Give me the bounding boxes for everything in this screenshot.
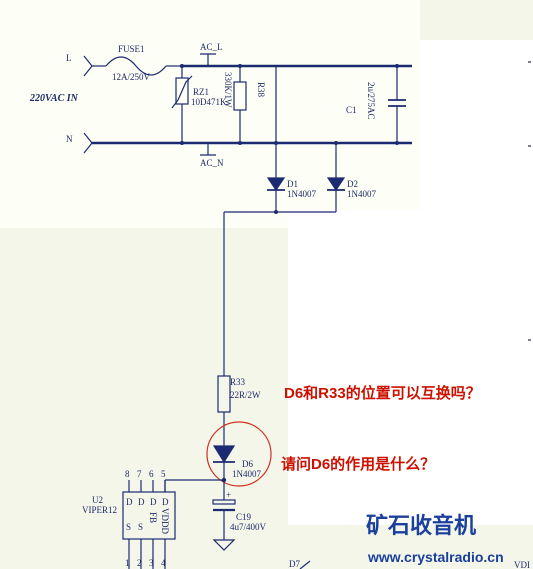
pin-name: VDDD	[160, 508, 170, 534]
r33-ref: R33	[230, 377, 246, 387]
d1-ref: D1	[287, 179, 298, 189]
junction-dot	[238, 64, 242, 68]
varistor-rz1	[171, 66, 193, 143]
junction-dot	[274, 210, 278, 214]
junction-dot	[395, 141, 399, 145]
line-input-terminal	[83, 55, 93, 154]
pin-name: D	[138, 497, 145, 507]
pin-name: D	[162, 497, 169, 507]
fuse-value: 12A/250V	[112, 72, 151, 82]
pin-name: D	[126, 497, 133, 507]
vddd-node-wire	[164, 479, 225, 500]
junction-dot	[395, 64, 399, 68]
pin-number: 1	[125, 558, 130, 568]
pin-number: 4	[161, 558, 166, 568]
pin-number: 8	[125, 469, 130, 479]
capacitor-c19	[212, 499, 236, 551]
rectified-output-wire	[223, 211, 336, 376]
c1-ref: C1	[346, 105, 357, 115]
ac-n-net-flag	[200, 143, 216, 156]
schematic-sheet	[0, 0, 420, 228]
r38-value: 330K/1W	[223, 72, 233, 108]
junction-dot	[274, 141, 278, 145]
d7-wire	[299, 560, 311, 569]
d2-ref: D2	[347, 179, 358, 189]
corner-label: VDI	[514, 560, 530, 569]
diode-d2	[326, 143, 346, 212]
capacitor-c1	[388, 66, 406, 143]
ic-u2-top-pin-names: D D D D	[126, 497, 169, 507]
right-edge-marks	[528, 61, 531, 341]
ic-u2-body	[122, 480, 176, 569]
d7-ref: D7	[289, 559, 300, 569]
u2-part: VIPER12	[82, 505, 117, 515]
d2-value: 1N4007	[347, 189, 376, 199]
ic-u2-bottom-pin-numbers: 1 2 3 4	[125, 558, 166, 568]
junction-dot	[221, 477, 227, 483]
ac-n-label: AC_N	[200, 158, 224, 168]
question-swap-d6-r33: D6和R33的位置可以互换吗？	[284, 384, 481, 402]
pin-number: 7	[137, 469, 142, 479]
fuse-ref: FUSE1	[118, 44, 145, 54]
neutral-label: N	[66, 134, 73, 144]
junction-dot	[334, 141, 338, 145]
d6-value: 1N4007	[232, 469, 261, 479]
d1-value: 1N4007	[287, 189, 316, 199]
pin-number: 2	[137, 558, 142, 568]
blank-area-upper	[420, 40, 533, 220]
pin-name: S	[126, 522, 131, 532]
resistor-r33	[217, 375, 231, 446]
watermark-url: www.crystalradio.cn	[367, 549, 504, 565]
blank-area	[288, 210, 533, 525]
diode-d6	[212, 445, 236, 480]
ac-l-label: AC_L	[200, 42, 223, 52]
resistor-r38	[233, 66, 247, 143]
ac-bus	[92, 64, 412, 145]
junction-dot	[180, 141, 184, 145]
pin-number: 5	[161, 469, 166, 479]
d6-highlight-circle	[206, 421, 272, 487]
c19-value: 4u7/400V	[230, 522, 267, 532]
ic-u2-bottom-pin-names: S S FB VDDD	[126, 508, 170, 534]
watermark-brand: 矿石收音机	[366, 513, 476, 538]
fuse-symbol	[92, 56, 180, 76]
r38-ref: R38	[256, 82, 266, 98]
ic-u2-top-pin-numbers: 8 7 6 5	[125, 469, 166, 479]
d6-ref: D6	[242, 459, 253, 469]
junction-dot	[180, 64, 184, 68]
pin-name: D	[150, 497, 157, 507]
c19-polarity: +	[226, 490, 231, 500]
question-d6-purpose: 请问D6的作用是什么？	[281, 455, 435, 473]
varistor-ref: RZ1	[193, 87, 209, 97]
pin-number: 6	[149, 469, 154, 479]
pin-name: FB	[148, 512, 158, 523]
varistor-value: 10D471K	[191, 97, 227, 107]
r33-value: 22R/2W	[230, 390, 261, 400]
c19-ref: C19	[236, 512, 252, 522]
input-voltage-label: 220VAC IN	[29, 93, 79, 104]
diode-d1	[266, 66, 286, 212]
c1-value: 2u/275AC	[366, 82, 376, 120]
pin-name: S	[138, 522, 143, 532]
u2-ref: U2	[92, 495, 103, 505]
line-label: L	[66, 53, 72, 63]
ac-l-net-flag	[200, 53, 216, 66]
pin-number: 3	[149, 558, 154, 568]
junction-dot	[238, 141, 242, 145]
